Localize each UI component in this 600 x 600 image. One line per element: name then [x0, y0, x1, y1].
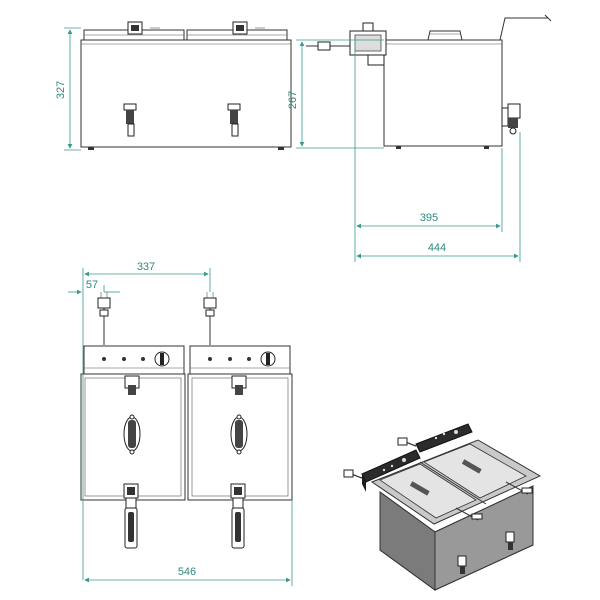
- iso-control-panel: [361, 423, 473, 492]
- side-drain-tap: [501, 103, 521, 135]
- front-drain-tap-right: [227, 103, 241, 137]
- top-control-panel-left: [83, 345, 185, 375]
- top-control-panel-right: [189, 345, 291, 375]
- top-plug-right: [203, 292, 217, 345]
- dim-overall-width: 546: [178, 566, 196, 578]
- dim-cord-offset: 57: [86, 279, 98, 291]
- top-lid-knob-right: [230, 414, 248, 455]
- dim-front-height: 327: [55, 81, 67, 99]
- dim-basket-spacing: 337: [137, 261, 155, 273]
- front-lid-handle-right: [232, 21, 265, 35]
- side-control-head: [306, 22, 387, 66]
- top-basket-handle-right: [230, 483, 246, 549]
- front-view: 327: [55, 21, 292, 151]
- iso-power-cords: [343, 437, 417, 479]
- dim-side-body-height: 267: [287, 91, 299, 109]
- top-lid-clip-left: [124, 375, 140, 395]
- top-plug-left: [97, 292, 111, 345]
- front-lid-handle-left: [127, 21, 160, 35]
- top-view: 337 57 546: [68, 261, 293, 586]
- dim-side-body-depth: 395: [420, 212, 438, 224]
- isometric-view: [343, 423, 542, 591]
- top-basket-handle-left: [123, 483, 139, 549]
- side-view: 267 395 444: [287, 14, 552, 262]
- top-lid-knob-left: [123, 414, 141, 455]
- dim-side-total-depth: 444: [428, 242, 446, 254]
- iso-drain-taps: [457, 531, 515, 574]
- front-drain-tap-left: [123, 103, 137, 137]
- top-lid-clip-right: [231, 375, 247, 395]
- iso-basket-handles: [455, 481, 533, 521]
